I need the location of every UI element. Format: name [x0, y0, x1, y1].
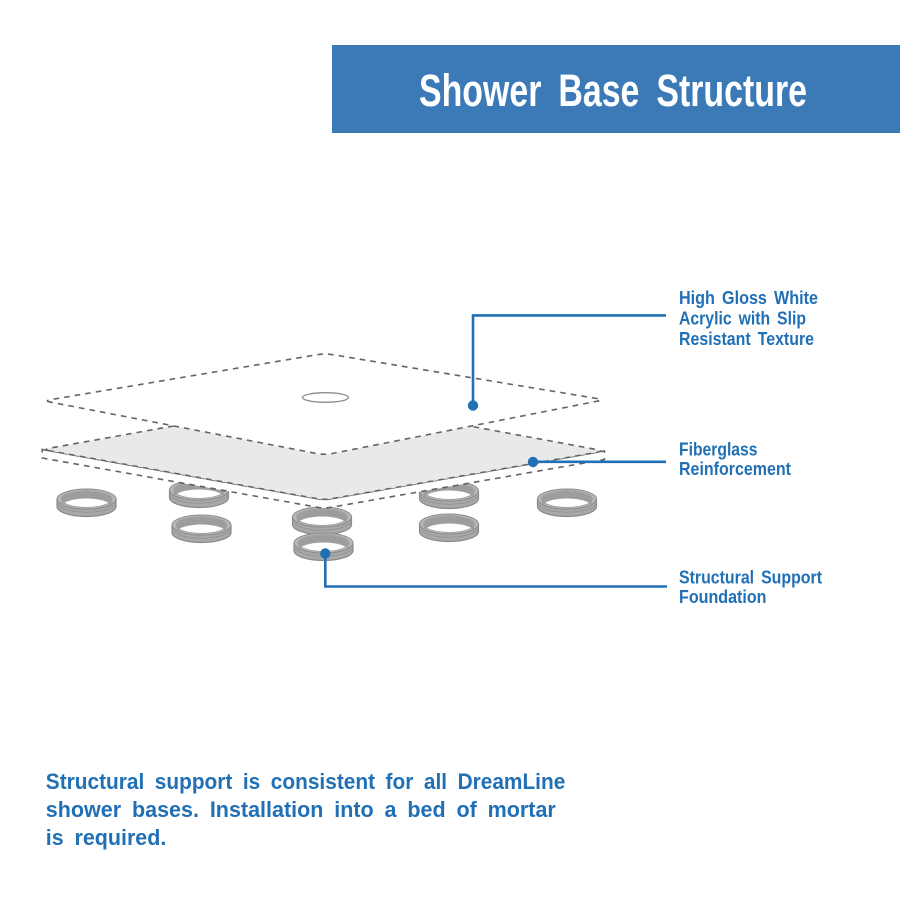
- svg-text:Acrylic with Slip: Acrylic with Slip: [679, 308, 806, 329]
- svg-text:Structural Support: Structural Support: [679, 566, 822, 587]
- svg-text:Fiberglass: Fiberglass: [679, 438, 758, 459]
- svg-text:shower bases. Installation int: shower bases. Installation into a bed of…: [46, 797, 556, 822]
- svg-text:Reinforcement: Reinforcement: [679, 458, 791, 479]
- svg-text:Shower Base Structure: Shower Base Structure: [419, 65, 807, 116]
- svg-text:Resistant Texture: Resistant Texture: [679, 328, 814, 349]
- svg-text:is required.: is required.: [46, 825, 167, 850]
- svg-text:Foundation: Foundation: [679, 586, 767, 607]
- svg-text:Structural support is consiste: Structural support is consistent for all…: [46, 769, 566, 794]
- svg-text:High Gloss White: High Gloss White: [679, 287, 818, 308]
